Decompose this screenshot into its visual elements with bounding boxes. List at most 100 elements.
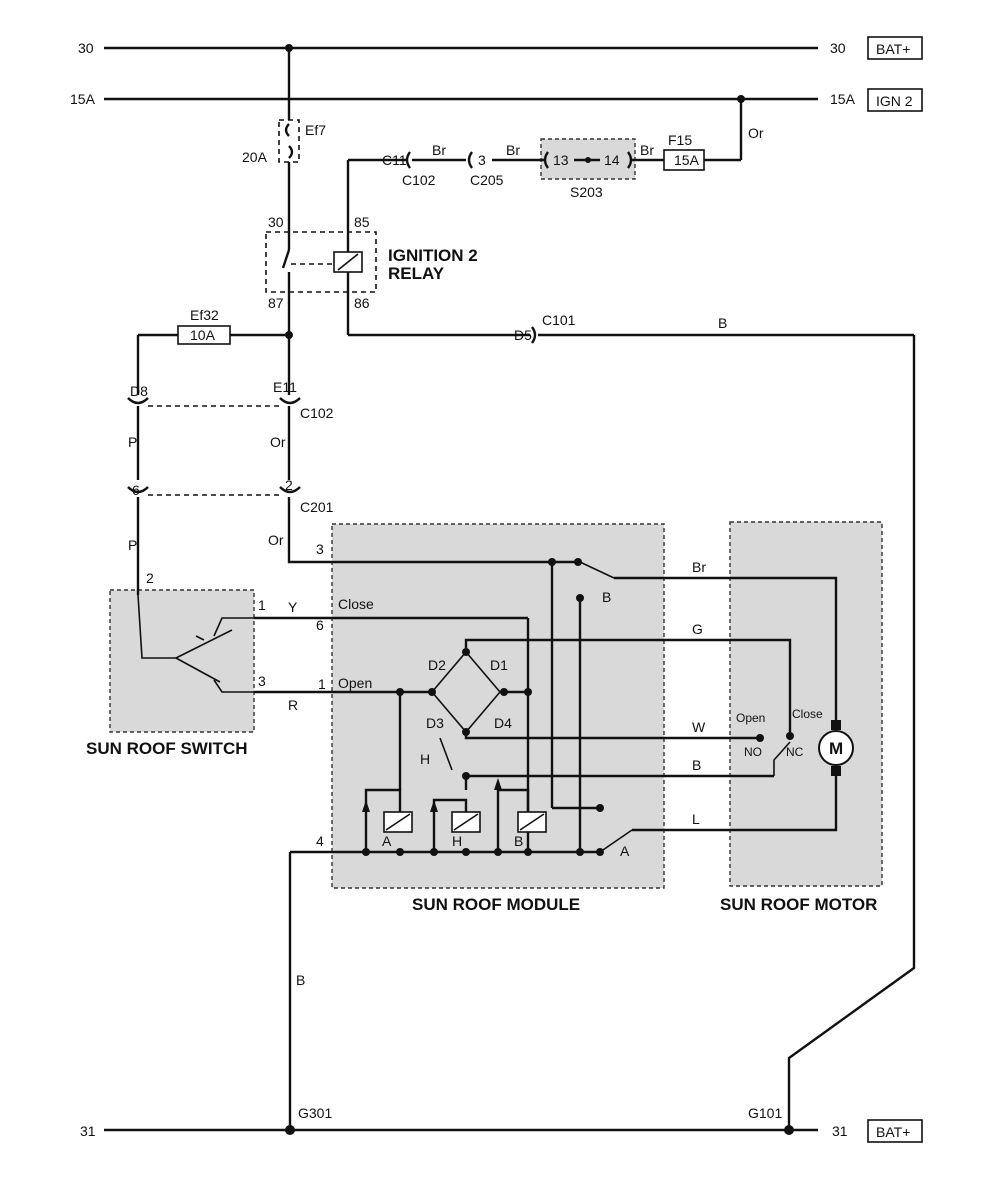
l-wire: L (692, 811, 700, 827)
s203-label: S203 (570, 184, 603, 200)
br-wire-2: Br (506, 142, 520, 158)
switch-pin1: 1 (258, 597, 266, 613)
relay-title-1: IGNITION 2 (388, 246, 478, 265)
p-wire-1: P (128, 434, 137, 450)
b-wire-top: B (718, 315, 727, 331)
module-switch-b: B (602, 589, 611, 605)
br-wire-module: Br (692, 559, 706, 575)
switch-a-blade (599, 829, 633, 853)
motor-m: M (829, 739, 843, 758)
sun-roof-motor-label: SUN ROOF MOTOR (720, 895, 877, 914)
r-wire: R (288, 697, 298, 713)
rail-30-left-label: 30 (78, 40, 94, 56)
module-close: Close (338, 596, 374, 612)
module-open: Open (338, 675, 372, 691)
rail-31-right-label: 31 (832, 1123, 848, 1139)
switch-b-blade (579, 561, 615, 579)
relay-pin87: 87 (268, 295, 284, 311)
bat-bottom-tag (867, 1119, 923, 1143)
ef7-fuse (278, 119, 300, 163)
motor-open: Open (736, 711, 765, 725)
relay-h-label: H (452, 833, 462, 849)
b-wire-ground: B (296, 972, 305, 988)
motor-nc: NC (786, 745, 804, 759)
relay-a-label: A (382, 833, 392, 849)
ign2-label: IGN 2 (876, 93, 913, 109)
b-wire-module: B (692, 757, 701, 773)
ignition2-relay-box (265, 231, 377, 293)
g-wire: G (692, 621, 703, 637)
c102-top-label: C102 (402, 172, 436, 188)
c3-label: 3 (478, 152, 486, 168)
f15-rating: 15A (674, 152, 700, 168)
module-pin3: 3 (316, 541, 324, 557)
rail-31-left-label: 31 (80, 1123, 96, 1139)
module-h: H (420, 751, 430, 767)
relay-pin86: 86 (354, 295, 370, 311)
module-switch-a: A (620, 843, 630, 859)
br-wire-3: Br (640, 142, 654, 158)
c2-label: 2 (285, 477, 293, 493)
module-pin1: 1 (318, 676, 326, 692)
sun-roof-module-label: SUN ROOF MODULE (412, 895, 580, 914)
motor-no: NO (744, 745, 762, 759)
d8-label: D8 (130, 383, 148, 399)
wire-g-motor (464, 638, 792, 736)
br-wire-1: Br (432, 142, 446, 158)
s203-pin13: 13 (553, 152, 569, 168)
c101-label: C101 (542, 312, 576, 328)
rail-15a-left-label: 15A (70, 91, 96, 107)
e11-label: E11 (273, 379, 297, 395)
rail-30-right-label: 30 (830, 40, 846, 56)
motor-close: Close (792, 707, 823, 721)
module-pin4: 4 (316, 833, 324, 849)
wire (287, 497, 332, 564)
or-wire-2: Or (270, 434, 286, 450)
wire-w-motor (464, 732, 760, 740)
sun-roof-switch-label: SUN ROOF SWITCH (86, 739, 248, 758)
module-pin6: 6 (316, 617, 324, 633)
c11-label: C11 (382, 152, 407, 168)
bat-bottom-label: BAT+ (876, 1124, 910, 1140)
c205-label: C205 (470, 172, 504, 188)
s203-pin14: 14 (604, 152, 620, 168)
switch-contact-lower (175, 657, 221, 683)
f15-label: F15 (668, 132, 692, 148)
switch-pin2: 2 (146, 570, 154, 586)
ef32-label: Ef32 (190, 307, 219, 323)
c201-label: C201 (300, 499, 334, 515)
wire-to-g101 (787, 335, 916, 1130)
rail-15a-right-label: 15A (830, 91, 856, 107)
c102-mid-label: C102 (300, 405, 334, 421)
g301-label: G301 (298, 1105, 332, 1121)
w-wire: W (692, 719, 706, 735)
g101-label: G101 (748, 1105, 782, 1121)
wire-br-motor (614, 576, 838, 720)
relay-pin85: 85 (354, 214, 370, 230)
switch-contact-upper (175, 629, 233, 659)
sun-roof-motor-box (729, 521, 883, 887)
diode-d1: D1 (490, 657, 508, 673)
y-wire: Y (288, 599, 298, 615)
wire-l-motor (632, 776, 838, 832)
switch-pin3: 3 (258, 673, 266, 689)
ef7-label: Ef7 (305, 122, 326, 138)
relay-pin30: 30 (268, 214, 284, 230)
ign2-tag (867, 88, 923, 112)
or-wire-1: Or (748, 125, 764, 141)
motor-symbol (818, 730, 854, 766)
diode-d4: D4 (494, 715, 512, 731)
d5-label: D5 (514, 327, 532, 343)
bat-top-label: BAT+ (876, 41, 910, 57)
relay-b-label: B (514, 833, 523, 849)
ef7-rating: 20A (242, 149, 268, 165)
ef7-element (284, 123, 294, 159)
bat-top-tag (867, 36, 923, 60)
c6-label: 6 (132, 482, 140, 498)
diode-d3: D3 (426, 715, 444, 731)
motor-limit-switch (773, 741, 791, 776)
relay-contact (281, 249, 291, 269)
p-wire-2: P (128, 537, 137, 553)
ef32-rating: 10A (190, 327, 216, 343)
